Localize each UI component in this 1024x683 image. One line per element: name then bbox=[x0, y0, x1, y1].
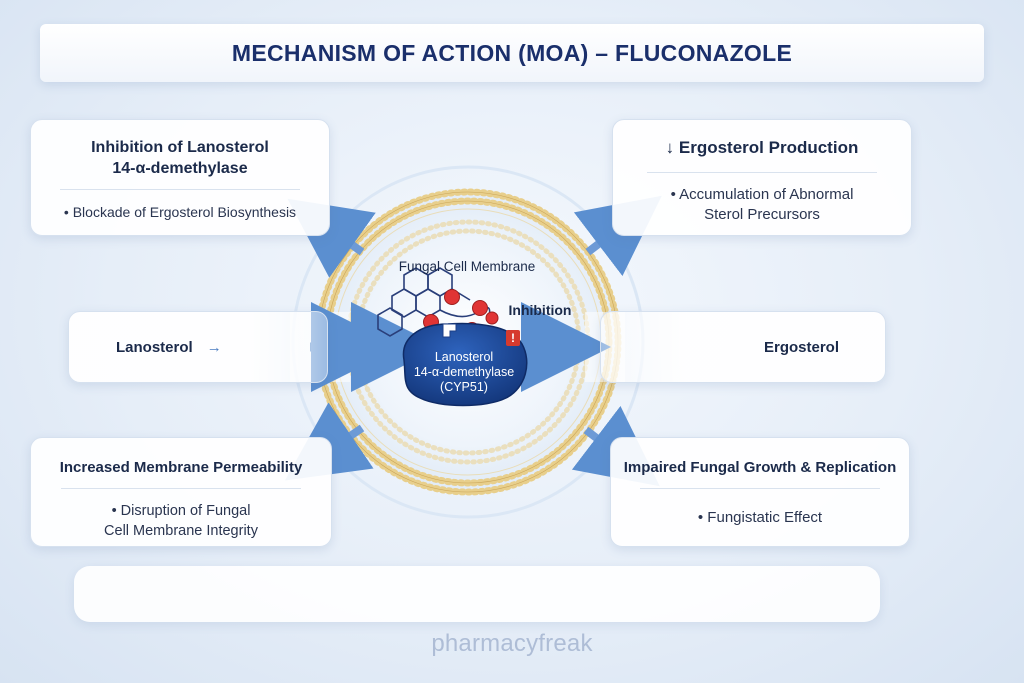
atom-red bbox=[444, 289, 460, 305]
card-heading-line1: Inhibition of Lanosterol bbox=[91, 139, 269, 156]
atom-red bbox=[485, 311, 499, 325]
lanosterol-arrow-icon: → bbox=[206, 338, 222, 356]
card-heading: Increased Membrane Permeability bbox=[59, 459, 303, 476]
card-divider bbox=[60, 189, 300, 190]
card-heading: ↓ Ergosterol Production bbox=[665, 138, 859, 157]
card-divider bbox=[61, 488, 301, 489]
card-divider bbox=[647, 172, 877, 173]
inhibition-exclamation: ! bbox=[511, 331, 515, 345]
inhibition-label: Inhibition bbox=[509, 302, 572, 318]
binding-site-marker bbox=[442, 323, 457, 338]
card-bullet: • Blockade of Ergosterol Biosynthesis bbox=[63, 204, 297, 220]
lanosterol-label: Lanosterol bbox=[116, 338, 193, 356]
watermark: pharmacyfreak bbox=[431, 630, 593, 657]
card-bullet: • Fungistatic Effect bbox=[697, 509, 823, 526]
card-membrane-permeability: Increased Membrane Permeability • Disrup… bbox=[30, 437, 332, 547]
card-ergosterol: Ergosterol bbox=[600, 311, 886, 383]
card-enzyme-inhibition: Inhibition of Lanosterol 14-α-demethylas… bbox=[30, 119, 330, 236]
enzyme-name-line2: 14-α-demethylase bbox=[414, 365, 514, 379]
footer-panel bbox=[74, 566, 880, 622]
cyp51-enzyme bbox=[402, 322, 528, 407]
card-heading: Impaired Fungal Growth & Replication bbox=[623, 459, 897, 476]
card-divider bbox=[640, 488, 880, 489]
card-fungal-growth: Impaired Fungal Growth & Replication • F… bbox=[610, 437, 910, 547]
page-title: MECHANISM OF ACTION (MOA) – FLUCONAZOLE bbox=[231, 39, 793, 66]
card-heading-line2: 14-α-demethylase bbox=[112, 160, 248, 177]
title-banner: MECHANISM OF ACTION (MOA) – FLUCONAZOLE bbox=[40, 24, 984, 82]
card-bullet-line1: • Disruption of Fungal bbox=[111, 503, 251, 519]
atom-red bbox=[472, 300, 488, 316]
card-bullet-line2: Cell Membrane Integrity bbox=[104, 523, 258, 539]
card-bullet-line1: • Accumulation of Abnormal bbox=[670, 186, 854, 203]
membrane-label: Fungal Cell Membrane bbox=[399, 259, 536, 274]
card-bullet-line2: Sterol Precursors bbox=[704, 206, 820, 223]
enzyme-name-line3: (CYP51) bbox=[440, 380, 488, 394]
ergosterol-label: Ergosterol bbox=[763, 338, 839, 356]
inhibition-marker bbox=[506, 330, 520, 346]
enzyme-name-line1: Lanosterol bbox=[435, 350, 493, 364]
card-lanosterol: Lanosterol → bbox=[68, 311, 328, 383]
card-ergosterol-production: ↓ Ergosterol Production • Accumulation o… bbox=[612, 119, 912, 236]
